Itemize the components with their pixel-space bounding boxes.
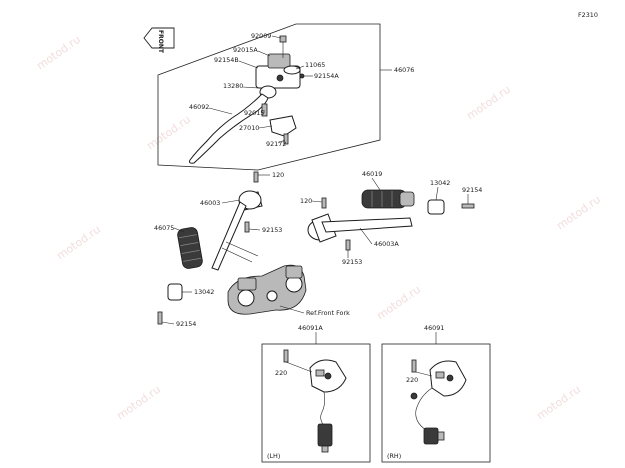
front-marker-label: FRONT (157, 30, 164, 54)
part-label-220-lh: 220 (275, 369, 287, 377)
part-label-46091A: 46091A (298, 324, 323, 332)
part-label-92154B: 92154B (214, 56, 239, 64)
part-label-92154-right: 92154 (462, 186, 482, 194)
bar-end-13042 (167, 283, 183, 301)
left-handlebar (211, 171, 263, 271)
part-label-92015: 92015 (244, 109, 264, 117)
part-label-92172: 92172 (266, 140, 286, 148)
watermark-text: motod.ru (54, 223, 103, 263)
rh-switch-housing (415, 360, 467, 445)
screw-220-rh (411, 359, 417, 373)
part-label-92153-right: 92153 (342, 258, 362, 266)
part-label-220-rh: 220 (406, 376, 418, 384)
watermark-text: motod.ru (374, 283, 423, 323)
part-label-27010: 27010 (239, 124, 259, 132)
part-label-46003A: 46003A (374, 240, 399, 248)
watermark-text: motod.ru (554, 193, 603, 233)
watermark-text: motod.ru (114, 383, 163, 423)
screw-92172 (283, 133, 289, 145)
part-label-92154: 92154 (176, 320, 196, 328)
part-label-46091: 46091 (424, 324, 444, 332)
bolt-92153 (244, 221, 250, 233)
part-label-92154A: 92154A (314, 72, 339, 80)
part-label-11065: 11065 (305, 61, 325, 69)
part-label-46075: 46075 (154, 224, 174, 232)
lever-blade (189, 93, 269, 164)
bar-end-13042-right (427, 199, 445, 215)
bracket-27010 (269, 115, 297, 137)
left-grip (177, 227, 203, 269)
part-label-13042-right: 13042 (430, 179, 450, 187)
lh-switch-frame (261, 343, 371, 463)
part-label-92153: 92153 (262, 226, 282, 234)
part-label-120-right: 120 (300, 197, 312, 205)
part-label-13042: 13042 (194, 288, 214, 296)
part-label-120: 120 (272, 171, 284, 179)
part-label-46003: 46003 (200, 199, 220, 207)
lh-switch-housing (309, 359, 347, 453)
watermark-text: motod.ru (464, 83, 513, 123)
watermark-text: motod.ru (144, 113, 193, 153)
bolt-92153-right (345, 239, 351, 251)
part-label-46076: 46076 (394, 66, 414, 74)
diagram-code: F2310 (578, 11, 598, 19)
ref-note: Ref.Front Fork (306, 309, 350, 317)
watermark-text: motod.ru (534, 383, 583, 423)
rh-side-label: (RH) (387, 452, 401, 460)
upper-triple-clamp (227, 264, 307, 315)
lever-assembly-frame (157, 23, 381, 171)
part-label-92009: 92009 (251, 32, 271, 40)
bolt-92015 (261, 103, 268, 117)
right-handlebar (307, 197, 413, 243)
screw-92154 (157, 311, 163, 325)
cap-11065 (283, 65, 301, 75)
watermark-text: motod.ru (34, 33, 83, 73)
part-label-46092: 46092 (189, 103, 209, 111)
front-marker: FRONT (143, 27, 175, 54)
part-label-92015A: 92015A (233, 46, 258, 54)
part-label-13280: 13280 (223, 82, 243, 90)
screw-92154-right (461, 203, 475, 209)
part-label-46019: 46019 (362, 170, 382, 178)
right-grip (361, 189, 415, 209)
screw-220-lh (283, 349, 289, 363)
lh-side-label: (LH) (267, 452, 280, 460)
connector-clip-rh (410, 392, 418, 400)
